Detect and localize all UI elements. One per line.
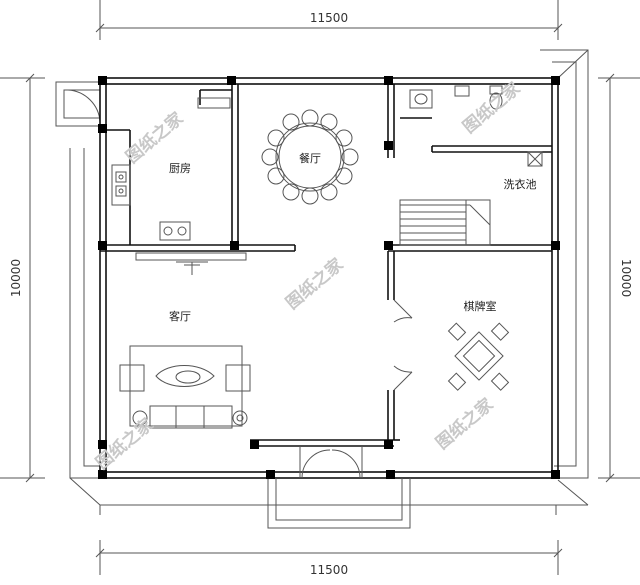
dimension-right: 10000 bbox=[619, 259, 633, 297]
living-label: 客厅 bbox=[169, 309, 191, 323]
living-sofa-set bbox=[119, 345, 251, 429]
roof-eave bbox=[69, 49, 589, 515]
chess-room-doors bbox=[393, 299, 413, 391]
kitchen-counter bbox=[111, 97, 231, 241]
chess-room-label: 棋牌室 bbox=[464, 299, 497, 313]
chess-table bbox=[447, 322, 510, 391]
watermark-4: 图纸之家 bbox=[432, 394, 498, 454]
staircase bbox=[399, 199, 491, 246]
structural-columns bbox=[98, 76, 560, 479]
dimension-bottom: 11500 bbox=[310, 563, 348, 577]
exterior-walls bbox=[99, 77, 559, 479]
kitchen-label: 厨房 bbox=[169, 162, 191, 175]
porch-top-left bbox=[55, 81, 101, 127]
tv-cabinet bbox=[135, 252, 247, 275]
entrance-porch bbox=[267, 446, 411, 529]
dimension-top: 11500 bbox=[310, 11, 348, 25]
dining-label: 餐厅 bbox=[299, 151, 321, 165]
dimension-left: 10000 bbox=[9, 259, 23, 297]
watermark-2: 图纸之家 bbox=[282, 254, 348, 314]
laundry-label: 洗衣池 bbox=[504, 177, 537, 191]
watermark-1: 图纸之家 bbox=[122, 108, 188, 168]
interior-walls bbox=[100, 84, 552, 447]
bathroom-fixtures bbox=[409, 85, 543, 167]
dining-table bbox=[261, 109, 359, 205]
